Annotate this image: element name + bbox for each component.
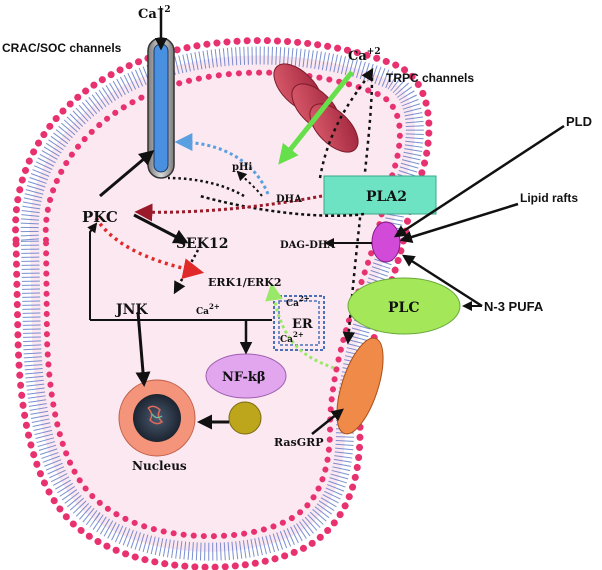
label-erk: ERK1/ERK2 bbox=[208, 276, 282, 289]
lipid-heads-outer bbox=[12, 37, 433, 570]
label-jnk: JNK bbox=[114, 302, 148, 318]
label-ca-jnk: Ca2+ bbox=[196, 302, 220, 317]
label-dag-dha: DAG-DHA bbox=[280, 240, 335, 251]
label-ca-top: Ca+2 bbox=[138, 5, 171, 22]
label-pld: PLD bbox=[566, 114, 592, 129]
maroon-dotted-arrow bbox=[134, 194, 323, 222]
label-plc: PLC bbox=[388, 300, 420, 316]
label-er-ca-bottom: Ca2+ bbox=[280, 330, 304, 345]
label-ca-trpc: Ca+2 bbox=[348, 47, 381, 64]
label-crac-soc: CRAC/SOC channels bbox=[2, 41, 122, 55]
label-rasgrp: RasGRP bbox=[274, 436, 324, 449]
nucleus-graphic bbox=[118, 379, 196, 457]
label-sek12: SEK12 bbox=[176, 236, 228, 252]
trpc-dotted-arrow bbox=[318, 67, 374, 179]
label-dha: DHA bbox=[276, 194, 302, 205]
lipid-raft-oval bbox=[371, 221, 401, 263]
nfkb-complex-circle bbox=[228, 401, 262, 435]
label-lipid-rafts: Lipid rafts bbox=[520, 191, 578, 205]
label-pkc: PKC bbox=[82, 208, 118, 226]
label-trpc: TRPC channels bbox=[386, 71, 474, 85]
plc-oval bbox=[347, 277, 461, 335]
label-nucleus: Nucleus bbox=[132, 459, 187, 473]
rasgrp-oval bbox=[336, 337, 384, 435]
label-er: ER bbox=[292, 317, 313, 332]
label-n3pufa: N-3 PUFA bbox=[484, 299, 544, 314]
blue-dotted-arrow bbox=[174, 133, 270, 195]
red-dotted-arrow bbox=[94, 217, 205, 279]
label-phi: pHi bbox=[232, 162, 252, 173]
crac-soc-channel bbox=[147, 8, 175, 179]
pla2-box bbox=[323, 175, 437, 215]
label-er-ca-top: Ca2+ bbox=[286, 294, 310, 309]
light-green-dotted-arrow bbox=[265, 282, 335, 370]
trpc-channel bbox=[273, 63, 359, 165]
er-box bbox=[273, 295, 325, 351]
label-pla2: PLA2 bbox=[366, 189, 407, 205]
label-nfkb: NF-kβ bbox=[222, 370, 266, 385]
